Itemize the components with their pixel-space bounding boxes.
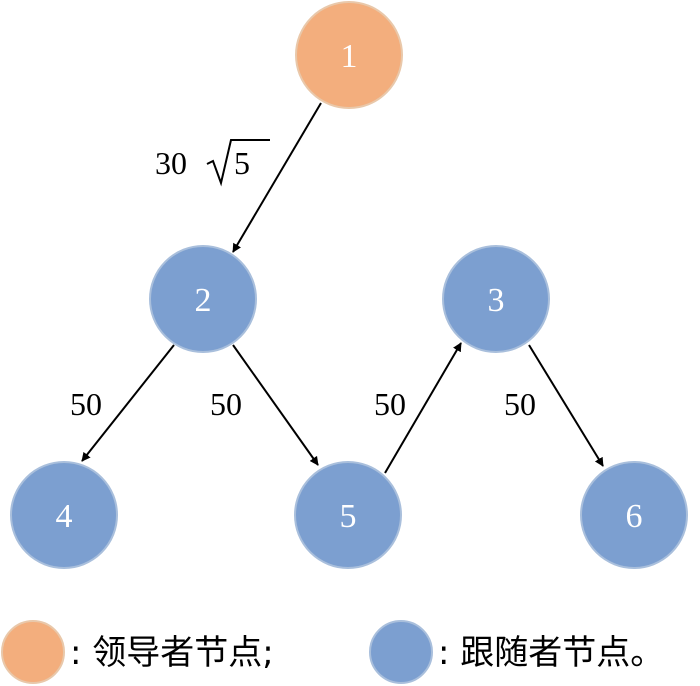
- node-3: 3: [442, 245, 550, 353]
- edge-radicand-1-2: 5: [234, 145, 250, 181]
- edge-weight-1-2: 30: [155, 145, 187, 181]
- edge-label-2-5: 50: [210, 386, 242, 422]
- node-2: 2: [149, 245, 257, 353]
- node-4: 4: [10, 461, 118, 569]
- node-3-label: 3: [488, 282, 505, 319]
- edge-label-3-6: 50: [504, 386, 536, 422]
- edge-2-5: [232, 344, 319, 466]
- legend: : 领导者节点; : 跟随者节点。: [1, 620, 664, 684]
- legend-leader-swatch: [1, 620, 65, 684]
- leader-node-circle: [295, 1, 403, 109]
- edge-5-3: [384, 342, 462, 474]
- edge-label-5-3: 50: [374, 386, 406, 422]
- follower-node-circle: [10, 461, 118, 569]
- node-1-label: 1: [341, 38, 358, 75]
- sqrt-sign: [206, 139, 270, 187]
- node-5: 5: [294, 461, 402, 569]
- node-4-label: 4: [56, 498, 73, 535]
- node-6: 6: [580, 461, 688, 569]
- node-1: 1: [295, 1, 403, 109]
- edge-label-2-4: 50: [70, 386, 102, 422]
- follower-node-circle: [442, 245, 550, 353]
- node-2-label: 2: [195, 282, 212, 319]
- edge-2-4: [81, 344, 175, 462]
- node-6-label: 6: [626, 498, 643, 535]
- legend-leader-text: : 领导者节点;: [70, 633, 274, 673]
- follower-node-circle: [294, 461, 402, 569]
- edge-label-1-2: 30 5: [155, 139, 270, 187]
- node-5-label: 5: [340, 498, 357, 535]
- legend-follower-swatch: [369, 620, 433, 684]
- legend-follower-text: : 跟随者节点。: [438, 633, 664, 673]
- follower-node-circle: [149, 245, 257, 353]
- edge-3-6: [528, 344, 604, 467]
- follower-node-circle: [580, 461, 688, 569]
- edge-1-2: [232, 102, 322, 253]
